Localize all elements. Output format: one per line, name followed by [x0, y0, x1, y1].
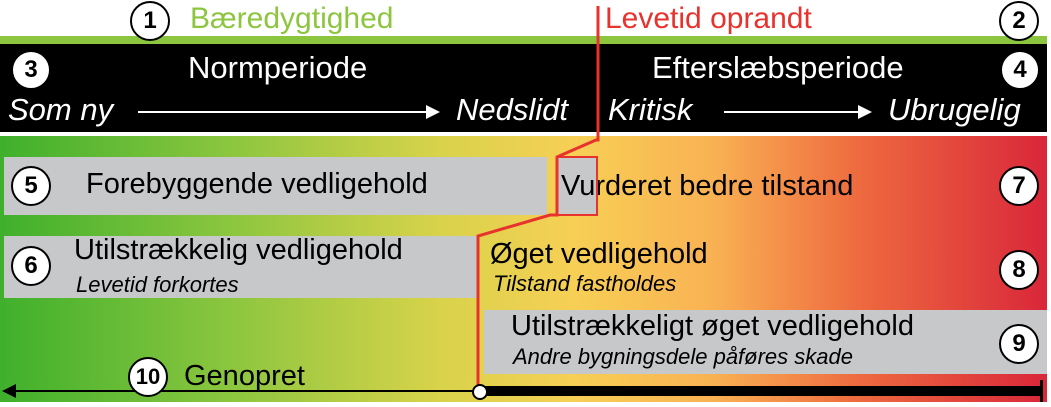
sustainability-bar: [0, 36, 1047, 44]
restore-line: [8, 390, 480, 392]
restore-label: Genopret: [184, 360, 305, 392]
lag-period-label: Efterslæbsperiode: [652, 50, 904, 85]
marker-3: 3: [11, 50, 51, 90]
worn-out-label: Nedslidt: [456, 92, 568, 127]
insufficient-increased-label: Utilstrækkeligt øget vedligehold: [511, 310, 914, 342]
decay-line: [480, 386, 1042, 396]
decay-end-tick: [1040, 380, 1043, 402]
preventive-label: Forebyggende vedligehold: [86, 168, 428, 200]
sustainability-label: Bæredygtighed: [190, 2, 394, 35]
marker-10: 10: [128, 357, 168, 397]
unusable-label: Ubrugelig: [888, 92, 1021, 127]
as-new-label: Som ny: [8, 92, 114, 127]
lag-arrowhead: [858, 105, 872, 119]
header-bar: [0, 44, 1047, 132]
norm-arrowhead: [426, 105, 440, 119]
critical-label: Kritisk: [608, 92, 693, 127]
marker-1: 1: [130, 1, 170, 41]
preventive-box: [4, 157, 547, 215]
insufficient-label: Utilstrækkelig vedligehold: [74, 234, 403, 266]
norm-arrow: [138, 111, 428, 113]
lag-arrow: [724, 111, 860, 113]
insufficient-sub-label: Levetid forkortes: [76, 272, 239, 297]
restore-arrowhead: [2, 384, 16, 398]
header-divider: [0, 132, 1047, 136]
increased-label: Øget vedligehold: [490, 238, 708, 270]
restore-start-point: [472, 384, 488, 400]
norm-period-label: Normperiode: [188, 50, 368, 85]
marker-8: 8: [999, 250, 1039, 290]
better-condition-box: [557, 157, 597, 215]
increased-sub-label: Tilstand fastholdes: [493, 271, 677, 296]
insufficient-increased-box: [484, 310, 1047, 374]
marker-4: 4: [1000, 50, 1040, 90]
insufficient-box: [4, 236, 477, 298]
marker-9: 9: [999, 324, 1039, 364]
marker-5: 5: [11, 166, 51, 206]
insufficient-increased-sub-label: Andre bygningsdele påføres skade: [513, 344, 853, 369]
marker-7: 7: [999, 166, 1039, 206]
marker-2: 2: [999, 1, 1039, 41]
better-condition-label: Vurderet bedre tilstand: [561, 170, 854, 202]
lifetime-label: Levetid oprandt: [605, 2, 812, 35]
marker-6: 6: [11, 246, 51, 286]
